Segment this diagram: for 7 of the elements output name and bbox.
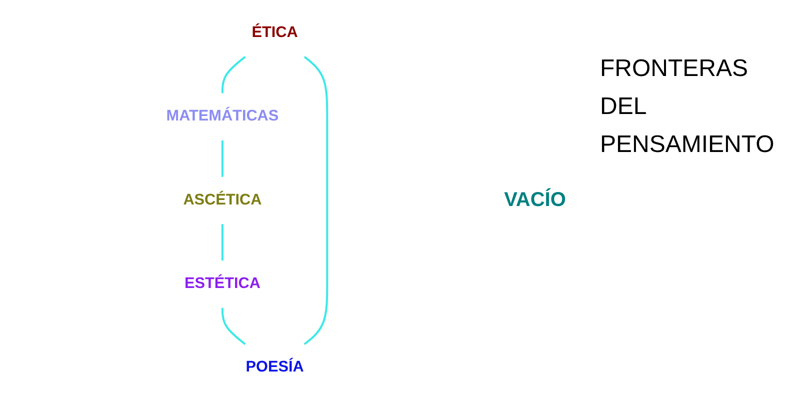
word-label: ESTÉTICA [184, 275, 260, 292]
word-label: ASCÉTICA [183, 191, 262, 208]
word-label: POESÍA [246, 358, 304, 376]
word-label: MATEMÁTICAS [166, 108, 279, 125]
label-text: VACÍO [504, 189, 566, 212]
word-label: ÉTICA [252, 24, 298, 41]
title: FRONTERAS DEL PENSAMIENTO [600, 54, 776, 160]
